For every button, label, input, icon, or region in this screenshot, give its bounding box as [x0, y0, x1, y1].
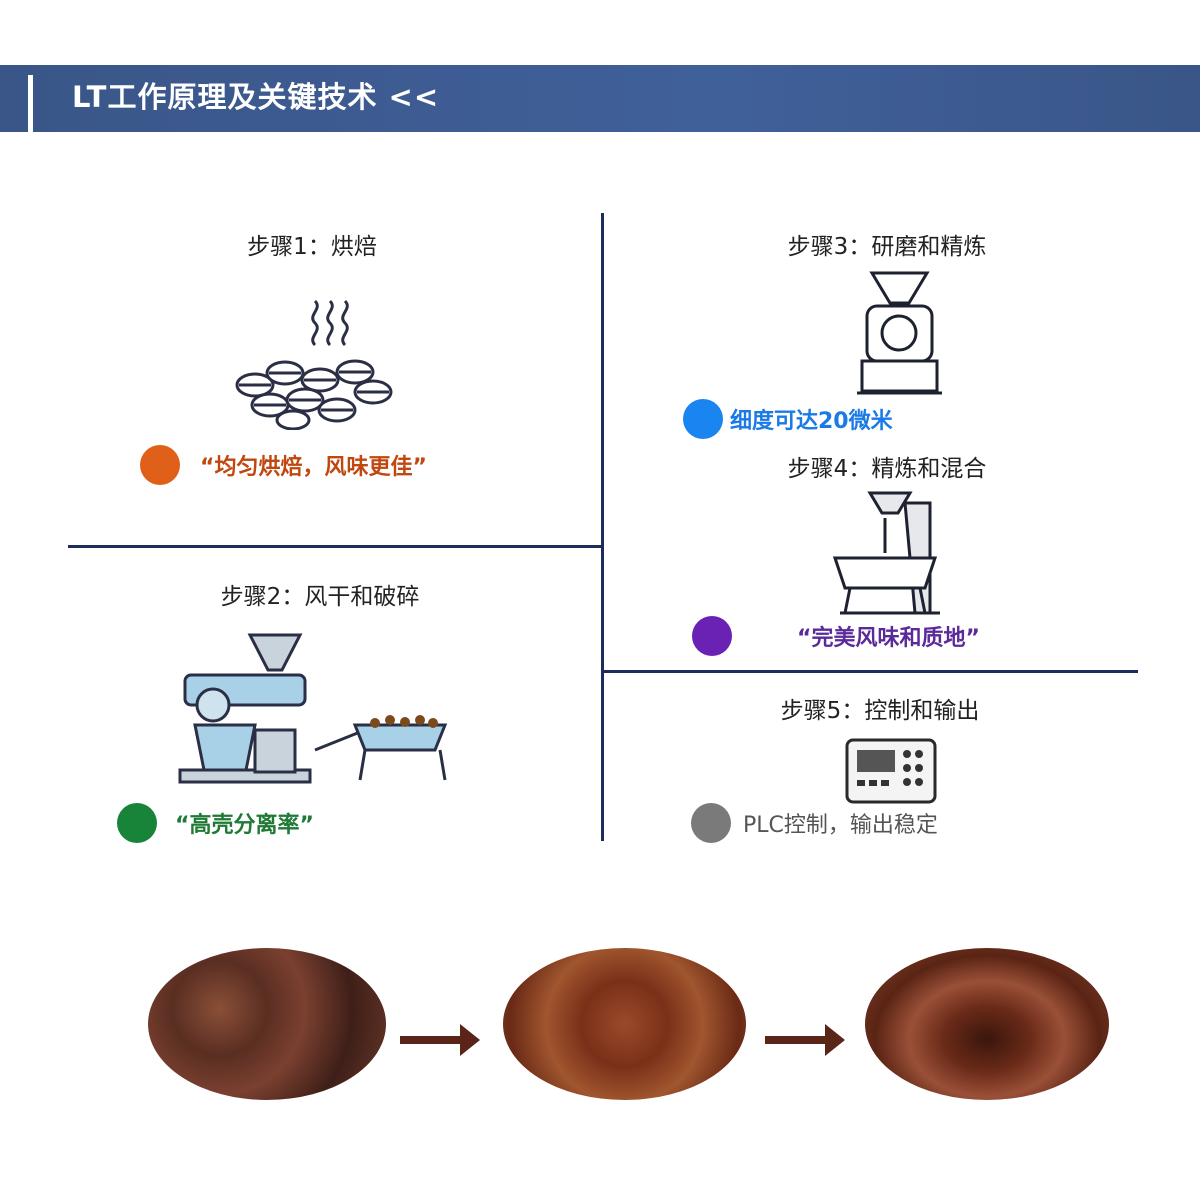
- cocoa-nibs-photo: [503, 948, 746, 1100]
- liquid-chocolate-photo: [865, 948, 1109, 1100]
- step-1-note: “均匀烘焙，风味更佳”: [200, 455, 427, 480]
- step-3-dot: [683, 399, 723, 439]
- header-banner: LT工作原理及关键技术 <<: [0, 65, 1200, 132]
- step-4-note: “完美风味和质地”: [797, 626, 980, 651]
- header-accent-bar: [28, 75, 33, 132]
- step-1-title: 步骤1：烘焙: [247, 234, 377, 260]
- step-5-note: PLC控制，输出稳定: [743, 813, 938, 838]
- divider-vertical: [601, 213, 604, 841]
- step-3-note: 细度可达20微米: [730, 409, 893, 434]
- step-2-dot: [117, 803, 157, 843]
- arrow-right-icon: [400, 1024, 480, 1056]
- step-1-dot: [140, 445, 180, 485]
- grinder-icon: [857, 271, 942, 395]
- step-2-note: “高壳分离率”: [175, 813, 314, 838]
- step-5-title: 步骤5：控制和输出: [780, 698, 980, 724]
- arrow-right-icon: [765, 1024, 845, 1056]
- mixer-icon: [832, 491, 940, 615]
- divider-right-horizontal: [604, 670, 1138, 673]
- step-2-title: 步骤2：风干和破碎: [220, 584, 420, 610]
- roasted-beans-icon: [235, 299, 393, 430]
- divider-left-horizontal: [68, 545, 601, 548]
- step-3-title: 步骤3：研磨和精炼: [787, 234, 987, 260]
- control-panel-icon: [845, 738, 937, 804]
- page-title: LT工作原理及关键技术 <<: [72, 80, 440, 114]
- step-4-title: 步骤4：精炼和混合: [787, 456, 987, 482]
- crushing-machine-icon: [178, 633, 448, 784]
- step-5-dot: [691, 803, 731, 843]
- cocoa-beans-photo: [148, 948, 386, 1100]
- step-4-dot: [692, 616, 732, 656]
